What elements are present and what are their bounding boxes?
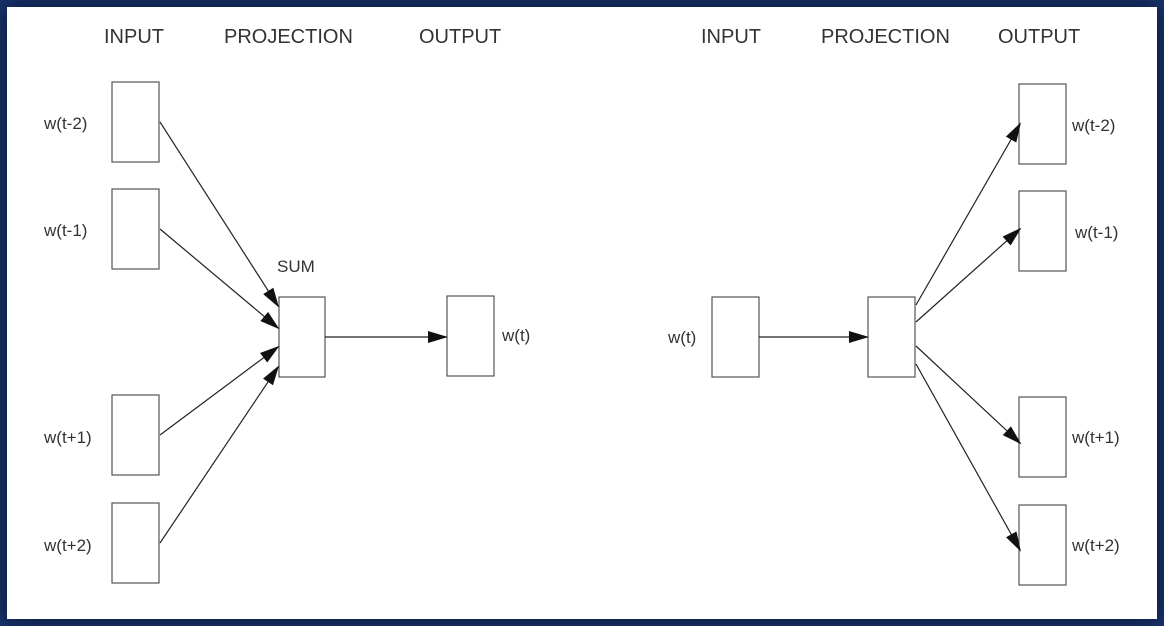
cbow-input-label-t+1: w(t+1) xyxy=(43,428,92,447)
skipgram-output-box-t+2 xyxy=(1018,504,1067,586)
cbow-arrow-t+1 xyxy=(159,345,280,436)
skipgram-output-label-t+2: w(t+2) xyxy=(1071,536,1120,555)
cbow-output-box xyxy=(446,295,495,377)
cbow-input-label-t+2: w(t+2) xyxy=(43,536,92,555)
cbow-input-header: INPUT xyxy=(104,26,164,48)
cbow-output-label: w(t) xyxy=(501,326,530,345)
cbow-arrow-t-1 xyxy=(159,228,280,330)
skipgram-arrow-t+2 xyxy=(915,363,1021,552)
skipgram-output-label-t-1: w(t-1) xyxy=(1074,223,1118,242)
skipgram-input-box xyxy=(711,296,760,378)
cbow-input-box-t+1 xyxy=(111,394,160,476)
cbow-input-label-t-1: w(t-1) xyxy=(43,221,87,240)
cbow-arrow-t+2 xyxy=(159,365,280,544)
cbow-projection-box xyxy=(278,296,326,378)
cbow-input-box-t-2 xyxy=(111,81,160,163)
skipgram-output-label-t-2: w(t-2) xyxy=(1071,116,1115,135)
cbow-output-header: OUTPUT xyxy=(419,26,501,48)
word2vec-diagram: INPUT PROJECTION OUTPUT w(t-2) w(t-1) w(… xyxy=(43,26,1120,586)
skipgram-arrow-t-2 xyxy=(915,122,1021,306)
cbow-arrow-t-2 xyxy=(159,121,280,308)
skipgram-input-header: INPUT xyxy=(701,26,761,48)
diagram-canvas: INPUT PROJECTION OUTPUT w(t-2) w(t-1) w(… xyxy=(7,7,1157,619)
skipgram-arrow-t+1 xyxy=(915,345,1022,445)
cbow-projection-header: PROJECTION xyxy=(224,26,353,48)
skipgram-output-label-t+1: w(t+1) xyxy=(1071,428,1120,447)
skipgram-output-box-t-1 xyxy=(1018,190,1067,272)
skipgram-output-box-t-2 xyxy=(1018,83,1067,165)
skipgram-input-label: w(t) xyxy=(667,328,696,347)
skipgram-arrow-t-1 xyxy=(915,227,1022,323)
cbow-input-box-t+2 xyxy=(111,502,160,584)
skipgram-output-header: OUTPUT xyxy=(998,26,1080,48)
skipgram-output-box-t+1 xyxy=(1018,396,1067,478)
cbow-input-box-t-1 xyxy=(111,188,160,270)
cbow-model: INPUT PROJECTION OUTPUT w(t-2) w(t-1) w(… xyxy=(43,26,530,584)
cbow-sum-label: SUM xyxy=(277,257,315,276)
cbow-input-label-t-2: w(t-2) xyxy=(43,114,87,133)
skipgram-projection-box xyxy=(867,296,916,378)
skipgram-model: INPUT PROJECTION OUTPUT w(t) w(t-2) w(t-… xyxy=(667,26,1120,586)
skipgram-projection-header: PROJECTION xyxy=(821,26,950,48)
